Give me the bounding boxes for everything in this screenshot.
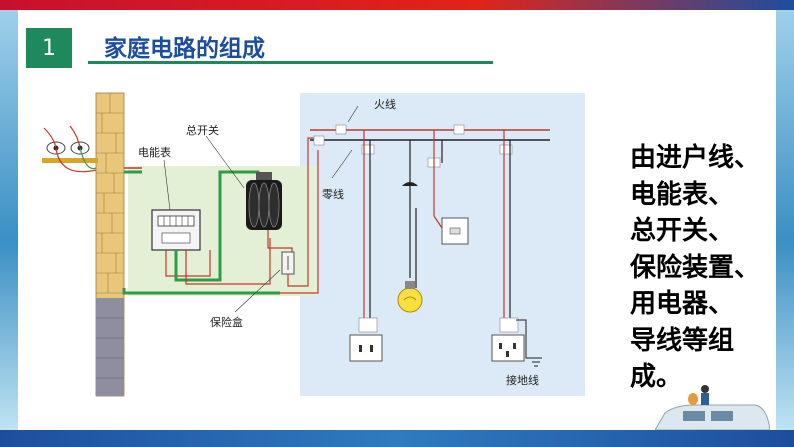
label-fuse-box: 保险盒 xyxy=(210,315,243,329)
summary-line: 成。 xyxy=(630,362,683,392)
bottom-decor-bar xyxy=(0,430,794,447)
title-underline xyxy=(88,61,493,64)
left-sky-border xyxy=(0,10,18,430)
brick-wall xyxy=(95,92,125,397)
main-switch xyxy=(246,172,282,230)
summary-line: 总开关、 xyxy=(630,216,735,246)
slide-title: 家庭电路的组成 xyxy=(104,36,265,62)
light-bulb xyxy=(397,281,423,313)
insulator-bracket xyxy=(42,125,98,173)
wall-outlet-three-pin xyxy=(491,334,525,362)
section-number: 1 xyxy=(26,28,72,68)
summary-text: 由进户线、 电能表、 总开关、 保险装置、 用电器、 导线等组 成。 xyxy=(630,140,776,396)
summary-line: 电能表、 xyxy=(630,179,735,210)
label-main-switch: 总开关 xyxy=(186,123,219,137)
ground-symbol xyxy=(530,357,542,367)
lamp-holder xyxy=(402,182,418,186)
label-live-wire: 火线 xyxy=(374,97,396,111)
energy-meter xyxy=(151,209,201,251)
wall-light-switch xyxy=(441,217,469,245)
boy-on-car-illustration xyxy=(655,385,770,430)
label-energy-meter: 电能表 xyxy=(138,145,171,159)
summary-line: 导线等组 xyxy=(630,325,735,356)
household-circuit-diagram: 火线 零线 电能表 总开关 保险盒 接地线 xyxy=(42,92,585,397)
summary-line: 用电器、 xyxy=(630,289,735,319)
summary-line: 保险装置、 xyxy=(630,252,761,283)
top-decor-bar xyxy=(0,0,794,10)
label-ground-wire: 接地线 xyxy=(506,373,539,387)
wall-outlet-two-pin xyxy=(349,334,383,362)
summary-line: 由进户线、 xyxy=(630,143,761,173)
right-sky-border xyxy=(776,10,794,430)
label-neutral-wire: 零线 xyxy=(322,187,344,201)
fuse-box xyxy=(281,251,295,275)
